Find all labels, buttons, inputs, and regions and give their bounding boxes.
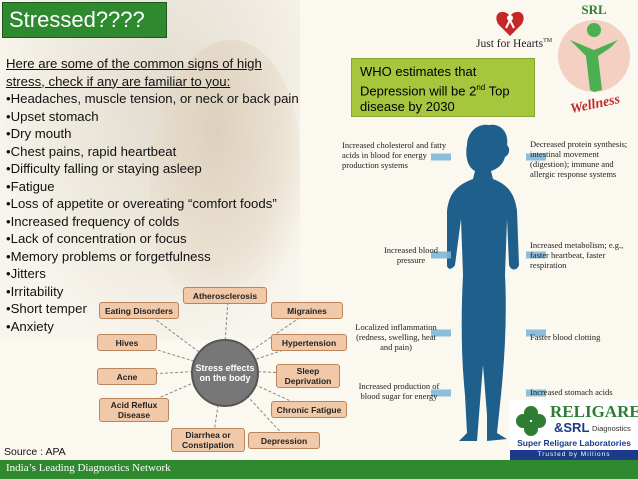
effect-box: Atherosclerosis — [183, 287, 267, 304]
who-text-part: WHO estimates that Depression will be 2 — [360, 64, 477, 99]
clover-icon — [516, 406, 546, 436]
who-sup: nd — [476, 83, 486, 92]
effect-box: Eating Disorders — [99, 302, 179, 319]
just-for-hearts-label: Just for HeartsTM — [476, 38, 552, 50]
list-item: •Fatigue — [6, 178, 55, 194]
list-item: •Dry mouth — [6, 126, 72, 141]
who-text-part: Top disease by 2030 — [360, 83, 510, 115]
effect-box: Hives — [97, 334, 157, 351]
religare-tagline: Trusted by Millions — [510, 450, 638, 460]
list-item: •Irritability — [6, 283, 64, 299]
title-banner: Stressed???? — [2, 2, 167, 38]
who-callout-text: WHO estimates that Depression will be 2n… — [360, 64, 530, 115]
source-label: Source : APA — [4, 446, 66, 458]
stress-center-circle: Stress effects on the body — [191, 339, 259, 407]
list-item: •Increased frequency of colds — [6, 213, 180, 229]
religare-srl-logo: RELIGARE &SRL Diagnostics Super Religare… — [510, 400, 638, 460]
human-right-label: Decreased protein synthesis; intestinal … — [530, 139, 628, 179]
srl-wellness-logo: SRL Wellness — [558, 2, 630, 117]
page-title: Stressed???? — [9, 7, 145, 32]
footer-text: India’s Leading Diagnostics Network — [6, 462, 171, 474]
list-item: •Short temper — [6, 301, 87, 316]
effect-box: Hypertension — [271, 334, 347, 351]
effect-box: Sleep Deprivation — [276, 364, 340, 388]
effect-box: Acne — [97, 368, 157, 385]
list-item: •Jitters — [6, 266, 46, 281]
effect-box: Depression — [248, 432, 320, 449]
list-item: •Memory problems or forgetfulness — [6, 248, 211, 264]
list-item: •Headaches, muscle tension, or neck or b… — [6, 91, 299, 106]
stress-signs-list: Here are some of the common signs of hig… — [6, 55, 306, 335]
human-right-label: Increased metabolism; e.g., faster heart… — [530, 240, 624, 270]
jfh-tm: TM — [543, 38, 553, 45]
list-item: •Lack of concentration or focus — [6, 231, 187, 246]
human-left-label: Increased production of blood sugar for … — [358, 381, 440, 401]
religare-srl-text: &SRL — [554, 420, 590, 435]
list-item: •Anxiety — [6, 318, 54, 334]
religare-text: RELIGARE — [550, 402, 638, 421]
list-item: •Upset stomach — [6, 108, 99, 124]
religare-sub-text: Super Religare Laboratories — [517, 438, 631, 448]
who-callout: WHO estimates that Depression will be 2n… — [351, 58, 535, 117]
footer-bar: India’s Leading Diagnostics Network — [0, 460, 638, 479]
effect-box: Migraines — [271, 302, 343, 319]
stress-effects-diagram: Atherosclerosis Migraines Hypertension S… — [93, 282, 348, 460]
effect-box: Diarrhea or Constipation — [171, 428, 245, 452]
just-for-hearts-logo — [496, 11, 524, 36]
signs-intro: Here are some of the common signs of hig… — [6, 56, 262, 89]
human-left-label: Increased blood pressure — [383, 245, 439, 265]
human-left-label: Increased cholesterol and fatty acids in… — [342, 140, 447, 170]
religare-diagnostics-text: Diagnostics — [592, 424, 631, 433]
stressed-woman-photo — [150, 40, 300, 300]
jfh-text: Just for Hearts — [476, 38, 544, 50]
srl-logo-text: SRL — [581, 2, 607, 17]
human-right-label: Faster blood clotting — [530, 332, 601, 342]
human-left-label: Localized inflammation (redness, swellin… — [355, 322, 437, 352]
list-item: •Chest pains, rapid heartbeat — [6, 143, 177, 159]
human-right-label: Increased stomach acids — [530, 387, 613, 397]
effect-box: Chronic Fatigue — [271, 401, 347, 418]
list-item: •Loss of appetite or overeating “comfort… — [6, 196, 277, 211]
wellness-logo-text: Wellness — [569, 92, 622, 117]
list-item: •Difficulty falling or staying asleep — [6, 161, 202, 176]
effect-box: Acid Reflux Disease — [99, 398, 169, 422]
human-body-diagram — [431, 124, 546, 441]
